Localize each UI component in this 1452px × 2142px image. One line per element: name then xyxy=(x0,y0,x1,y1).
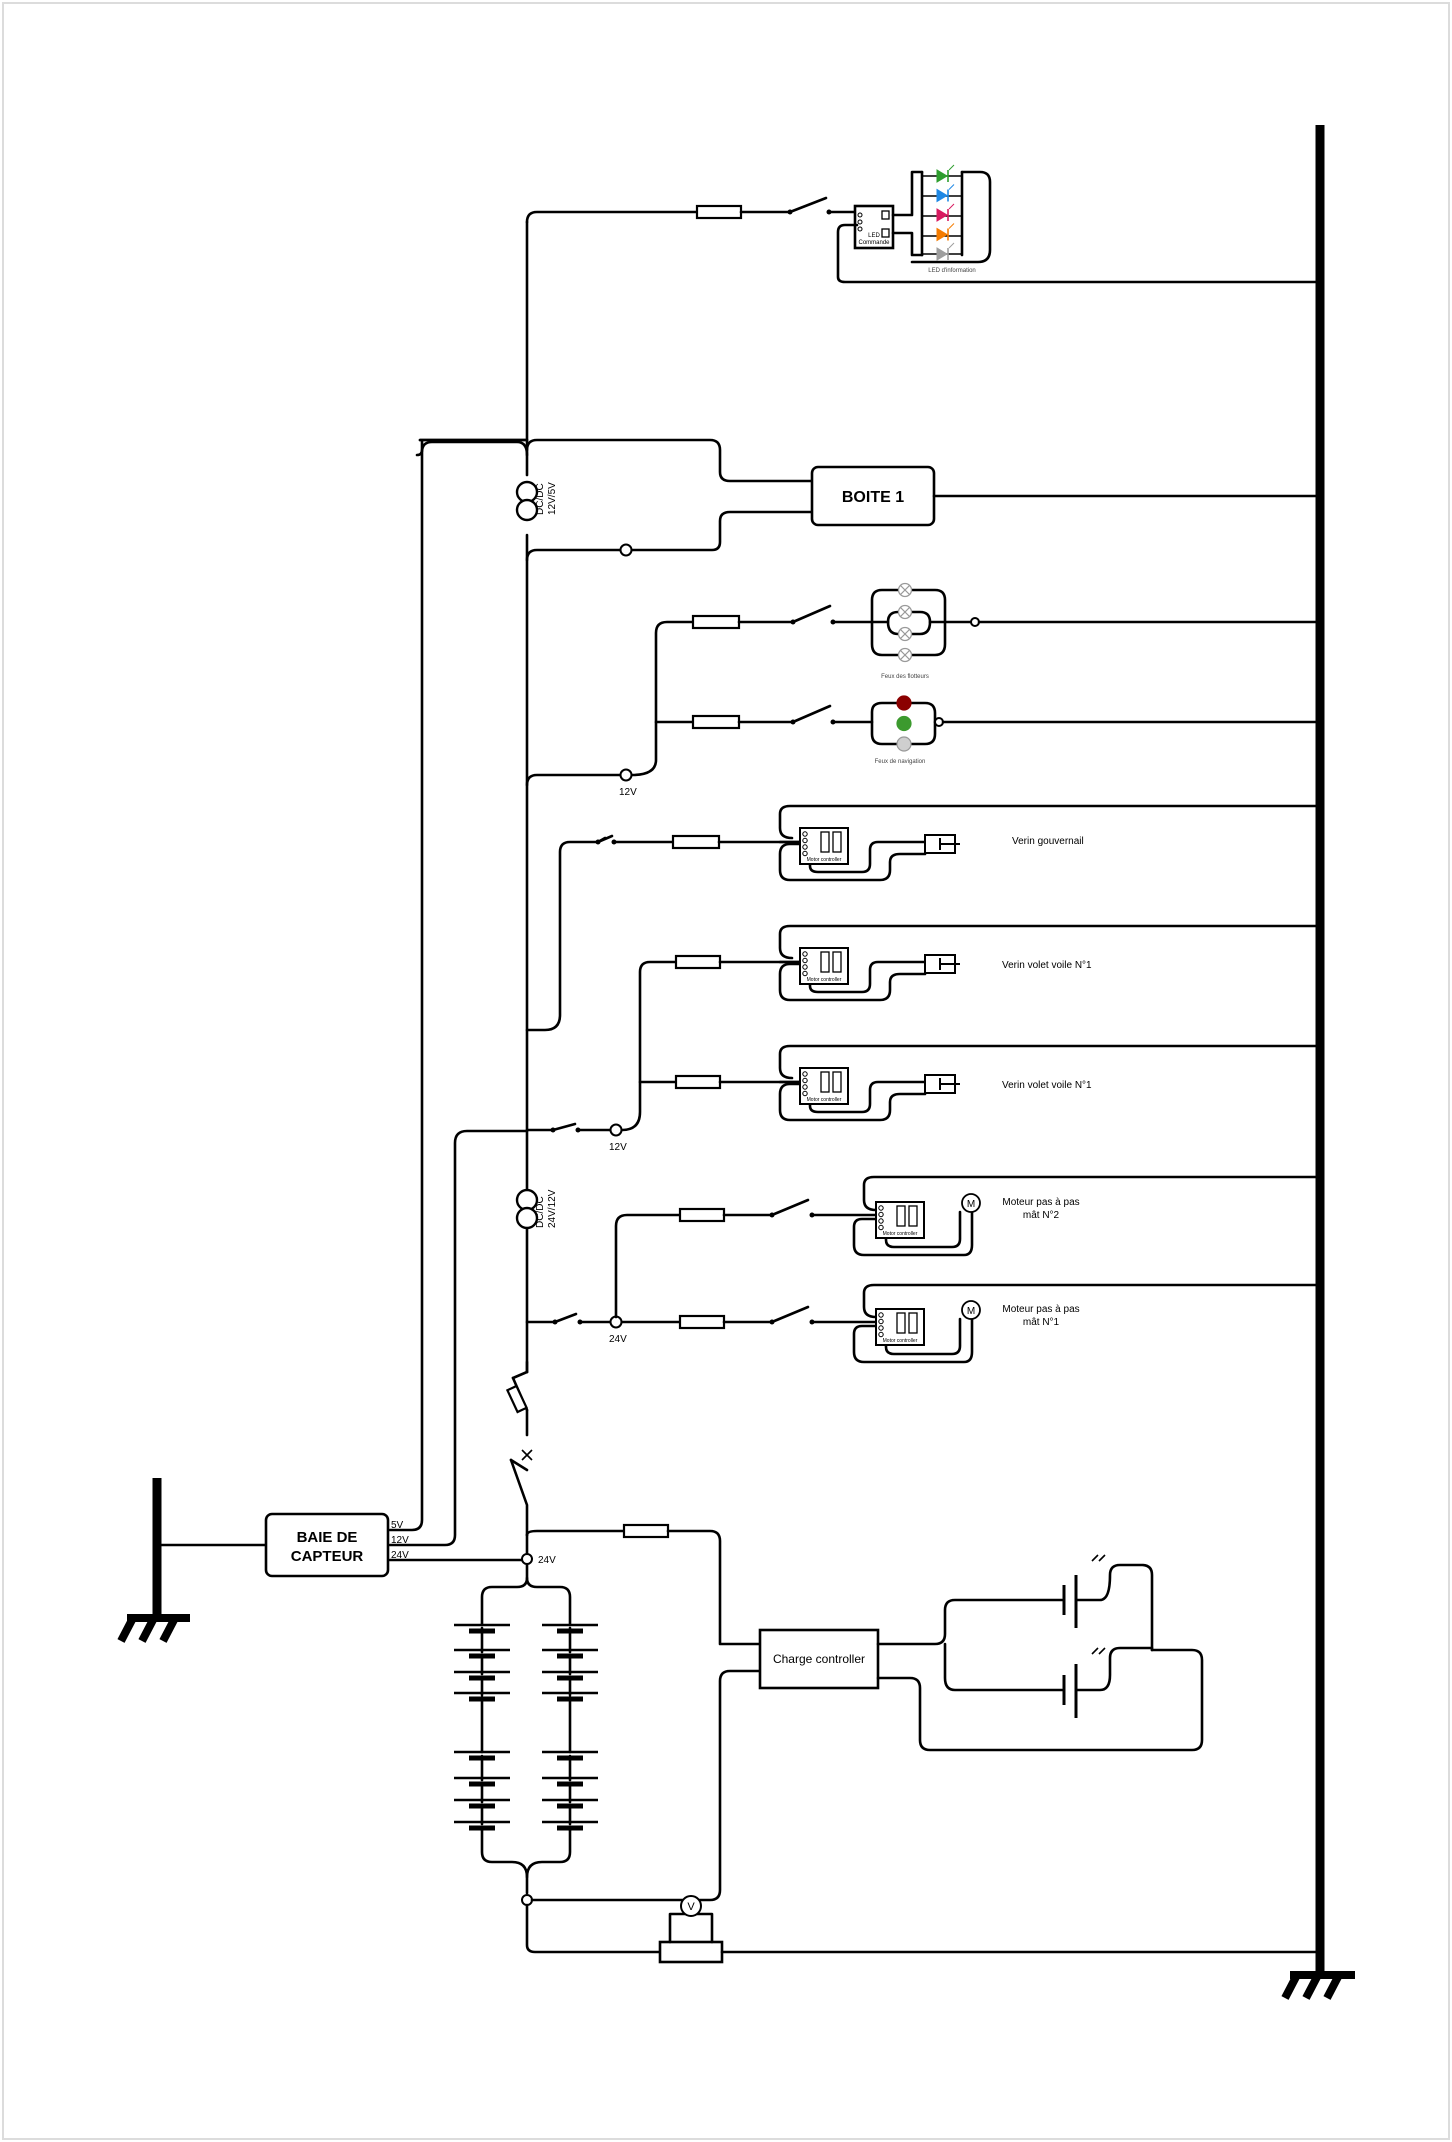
led-diode-icon xyxy=(936,203,955,222)
fuse xyxy=(678,1314,726,1330)
feux-navigation-caption: Feux de navigation xyxy=(875,759,926,765)
voltage-24v-steppers: 24V xyxy=(609,1334,627,1345)
baie-capteur-box xyxy=(264,1512,390,1578)
motor-controller-label: Motor controller xyxy=(807,1097,842,1103)
motor-controller-label: Motor controller xyxy=(883,1231,918,1237)
led-diode-icon xyxy=(936,223,955,242)
voltage-12v-verins: 12V xyxy=(609,1142,627,1153)
fuse xyxy=(674,1074,722,1090)
charge-controller-label: Charge controller xyxy=(773,1652,865,1666)
charge-controller-section: Charge controller xyxy=(758,1554,1204,1752)
feux-flotteurs-caption: Feux des flotteurs xyxy=(881,674,929,680)
dcdc2-label-line1: DC/DC xyxy=(535,1196,546,1228)
fuse xyxy=(674,954,722,970)
dcdc1-label-line2: 12V/5V xyxy=(547,482,558,515)
stepper-circuit: Motor controller M Moteur pas à pas mât N°2 xyxy=(852,1175,1322,1257)
solar-panel-1 xyxy=(1062,1554,1154,1652)
verin-label: Verin volet voile N°1 xyxy=(1002,960,1092,971)
fuse xyxy=(691,614,741,630)
shunt xyxy=(658,1940,724,1964)
stepper-circuit: Motor controller M Moteur pas à pas mât N°1 xyxy=(852,1283,1322,1364)
dcdc-converter-12v-5v: DC/DC 12V/5V xyxy=(515,480,558,522)
motor-icon: M xyxy=(961,1193,981,1213)
led-diode-icon xyxy=(936,184,955,203)
main-protection: 24V xyxy=(505,1370,762,1646)
dcdc2-label-line2: 24V/12V xyxy=(547,1189,558,1228)
voltmeter xyxy=(680,1895,702,1917)
motor-controller-label: Motor controller xyxy=(807,977,842,983)
motor-controller-box: Motor controller xyxy=(875,1201,925,1239)
dcdc1-label-line1: DC/DC xyxy=(535,483,546,515)
baie-24v-pin: 24V xyxy=(391,1550,409,1561)
led-diode-icon xyxy=(936,164,955,183)
verin-circuit: Motor controller Verin gouvernail xyxy=(778,804,1322,882)
lamp-icon xyxy=(897,582,913,598)
fuse xyxy=(695,204,743,220)
battery-bank: V xyxy=(454,1563,1322,1964)
motor-controller-label: Motor controller xyxy=(807,857,842,863)
baie-12v-pin: 12V xyxy=(391,1535,409,1546)
motor-controller-box: Motor controller xyxy=(799,947,849,985)
motor-controller-box: Motor controller xyxy=(875,1308,925,1346)
led-info-caption: LED d'information xyxy=(928,268,976,274)
verin-circuit: Motor controller Verin volet voile N°1 xyxy=(778,1044,1322,1122)
motor-symbol: M xyxy=(967,1306,975,1317)
boite1-label: BOITE 1 xyxy=(842,489,904,506)
fuse xyxy=(678,1207,726,1223)
led-circuit: LED Commande LED d'information xyxy=(695,164,1322,284)
charge-controller-box xyxy=(758,1628,880,1690)
lamp-icon xyxy=(897,626,913,642)
lamp-icon xyxy=(897,647,913,663)
motor-controller-box: Motor controller xyxy=(799,827,849,865)
voltage-12v-lights: 12V xyxy=(619,787,637,798)
verin-label: Verin volet voile N°1 xyxy=(1002,1080,1092,1091)
linear-actuator-icon xyxy=(924,954,960,974)
baie-label-line1: BAIE DE xyxy=(297,1529,358,1546)
voltmeter-symbol: V xyxy=(687,1901,695,1913)
navigation-light-icon xyxy=(896,736,912,752)
lights-circuits: 12V Feux des flotteurs Feux d xyxy=(525,582,1322,798)
baie-5v-pin: 5V xyxy=(391,1520,404,1531)
linear-actuator-icon xyxy=(924,1074,960,1094)
main-fuse xyxy=(505,1384,529,1414)
feux-navigation: Feux de navigation xyxy=(870,695,1322,765)
verin-label: Verin gouvernail xyxy=(1012,836,1084,847)
lamp-icon xyxy=(897,604,913,620)
stepper-label-line2: mât N°2 xyxy=(1023,1210,1060,1221)
led-commande-label-1: LED xyxy=(868,233,880,239)
stepper-label-line1: Moteur pas à pas xyxy=(1002,1197,1079,1208)
led-commande-label-2: Commande xyxy=(858,240,890,246)
ground-bus xyxy=(1281,125,1355,2000)
baie-capteur: BAIE DE CAPTEUR 5V 12V 24V xyxy=(264,1512,409,1578)
led-diode-icon xyxy=(936,242,955,261)
boite1-section: BOITE 1 xyxy=(415,438,1322,562)
led-indicator-diodes xyxy=(922,164,962,261)
verin-circuit: Motor controller Verin volet voile N°1 xyxy=(778,924,1322,1002)
dcdc-converter-24v-12v: DC/DC 24V/12V xyxy=(515,1188,558,1230)
fuse xyxy=(691,714,741,730)
navigation-light-icon xyxy=(896,715,912,732)
linear-actuator-icon xyxy=(924,834,960,854)
motor-controller-label: Motor controller xyxy=(883,1338,918,1344)
navigation-light-icon xyxy=(896,695,912,711)
battery-string xyxy=(542,1623,598,1832)
solar-panel-2 xyxy=(1062,1646,1154,1718)
ground-symbol-left xyxy=(117,1478,268,1643)
voltage-24v-battery: 24V xyxy=(538,1555,556,1566)
fuse xyxy=(671,834,721,850)
ground-symbol-right xyxy=(1281,1952,1355,2000)
motor-symbol: M xyxy=(967,1199,975,1210)
motor-controller-box: Motor controller xyxy=(799,1067,849,1105)
motor-icon: M xyxy=(961,1300,981,1320)
fuse xyxy=(622,1523,670,1539)
stepper-label-line2: mât N°1 xyxy=(1023,1317,1060,1328)
baie-label-line2: CAPTEUR xyxy=(291,1548,364,1565)
battery-string xyxy=(454,1623,510,1832)
stepper-label-line1: Moteur pas à pas xyxy=(1002,1304,1079,1315)
feux-flotteurs: Feux des flotteurs xyxy=(870,582,1322,680)
